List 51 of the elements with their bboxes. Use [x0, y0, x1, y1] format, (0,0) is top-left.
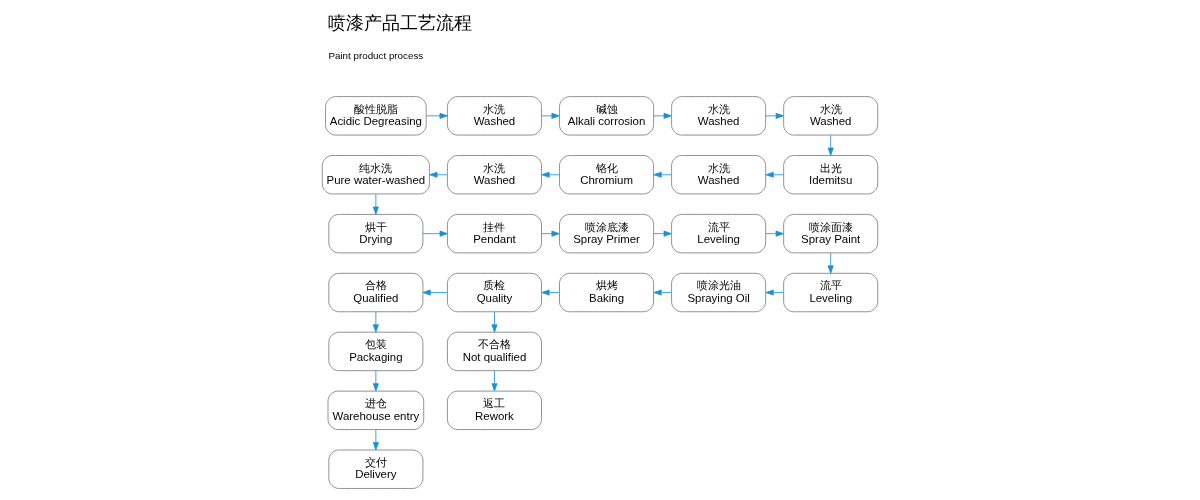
arrow [372, 311, 379, 333]
node-box: 包装 Packaging [328, 331, 424, 372]
label: Paint product process [328, 50, 424, 62]
node-box: 喷涂底漆 Spray Primer [559, 214, 654, 254]
arrow [765, 230, 784, 237]
node-box: 喷涂面漆 Spray Paint [783, 214, 879, 254]
node-box: 交付 Delivery [328, 449, 424, 489]
node-box: 挂件 Pendant [447, 214, 542, 254]
node-box: 流平 Leveling [671, 214, 767, 254]
node-box: 进仓 Warehouse entry [327, 390, 425, 430]
arrow [653, 289, 672, 296]
arrow [765, 171, 784, 178]
arrow [653, 230, 672, 237]
node-box: 水洗 Washed [447, 155, 542, 195]
arrow [827, 252, 834, 274]
arrow [541, 171, 560, 178]
arrow [372, 193, 379, 215]
arrow [422, 289, 448, 296]
node-box: 水洗 Washed [671, 155, 767, 195]
arrow [491, 370, 498, 392]
node-box: 酸性脱脂 Acidic Degreasing [325, 96, 427, 136]
arrow [372, 370, 379, 392]
arrow [429, 171, 448, 178]
arrow [653, 112, 672, 119]
node-box: 烘烤 Baking [559, 272, 654, 313]
node-box: 纯水洗 Pure water-washed [321, 155, 430, 195]
arrow [541, 289, 560, 296]
arrow [491, 311, 498, 333]
node-box: 水洗 Washed [671, 96, 767, 136]
node-box: 水洗 Washed [783, 96, 879, 136]
arrow [422, 230, 448, 237]
node-box: 返工 Rework [447, 390, 542, 430]
arrow [425, 112, 448, 119]
diagram-title: 喷漆产品工艺流程 [328, 13, 473, 34]
node-box: 流平 Leveling [783, 272, 879, 313]
node-box: 质检 Quality [447, 272, 542, 313]
arrow [765, 112, 784, 119]
arrow [827, 134, 834, 156]
node-box: 碱蚀 Alkali corrosion [559, 96, 654, 136]
arrow [653, 171, 672, 178]
arrow [372, 429, 379, 451]
node-box: 不合格 Not qualified [447, 331, 542, 372]
node-box: 铬化 Chromium [559, 155, 654, 195]
arrow [541, 230, 560, 237]
node-box: 水洗 Washed [447, 96, 542, 136]
node-box: 喷涂光油 Spraying Oil [671, 272, 767, 313]
arrow [765, 289, 784, 296]
node-box: 合格 Qualified [328, 272, 424, 313]
arrow [541, 112, 560, 119]
node-box: 烘干 Drying [328, 214, 424, 254]
node-box: 出光 Idemitsu [783, 155, 879, 195]
